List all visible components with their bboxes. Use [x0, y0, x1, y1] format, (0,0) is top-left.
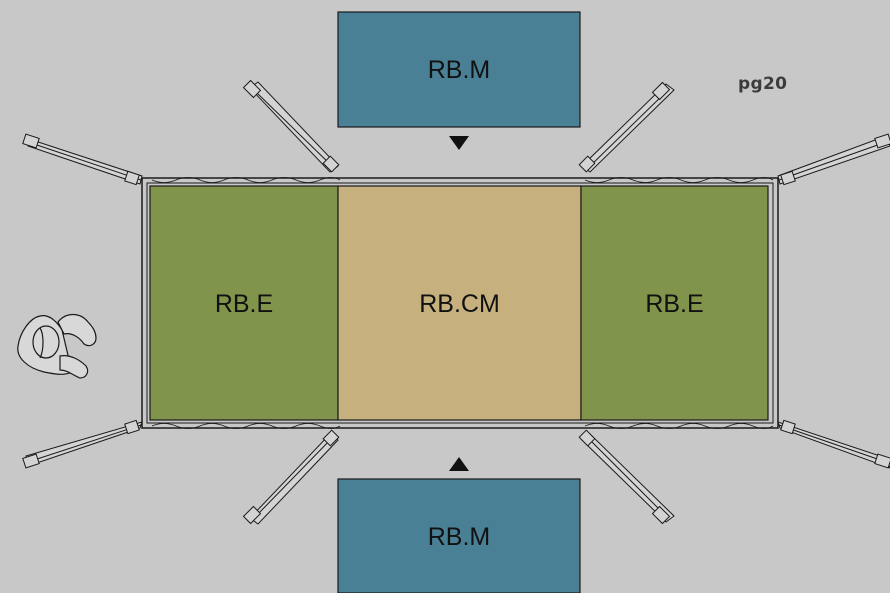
left-end-zone — [149, 185, 339, 421]
arm-bottom-right-upper — [777, 419, 890, 469]
right-end-zone — [580, 185, 769, 421]
assembly-frame-inner — [146, 182, 774, 424]
top-module — [337, 11, 581, 128]
arm-top-left-upper — [242, 79, 340, 173]
arrow-up-icon — [449, 457, 469, 471]
arm-bottom-left-upper — [22, 419, 143, 469]
arm-top-right-lower — [777, 133, 890, 186]
person-icon — [17, 313, 97, 379]
arrow-down-icon — [449, 136, 469, 150]
top-module-label: RB.M — [427, 56, 491, 84]
assembly-frame — [141, 177, 779, 429]
top-rail-right — [584, 177, 774, 183]
right-end-label: RB.E — [645, 290, 704, 318]
arm-top-right-upper — [578, 81, 675, 173]
bottom-rail-left — [151, 423, 341, 429]
page-label: pg20 — [738, 74, 788, 94]
bottom-rail-right — [584, 423, 774, 429]
center-label: RB.CM — [419, 290, 500, 318]
left-end-label: RB.E — [214, 290, 274, 318]
bottom-module — [337, 478, 581, 593]
arm-bottom-right-lower — [578, 429, 675, 525]
arm-top-left-lower — [22, 133, 143, 186]
arm-bottom-left-lower — [242, 429, 340, 525]
bottom-module-label: RB.M — [427, 523, 491, 551]
center-zone — [337, 185, 582, 421]
top-rail-left — [151, 177, 341, 183]
